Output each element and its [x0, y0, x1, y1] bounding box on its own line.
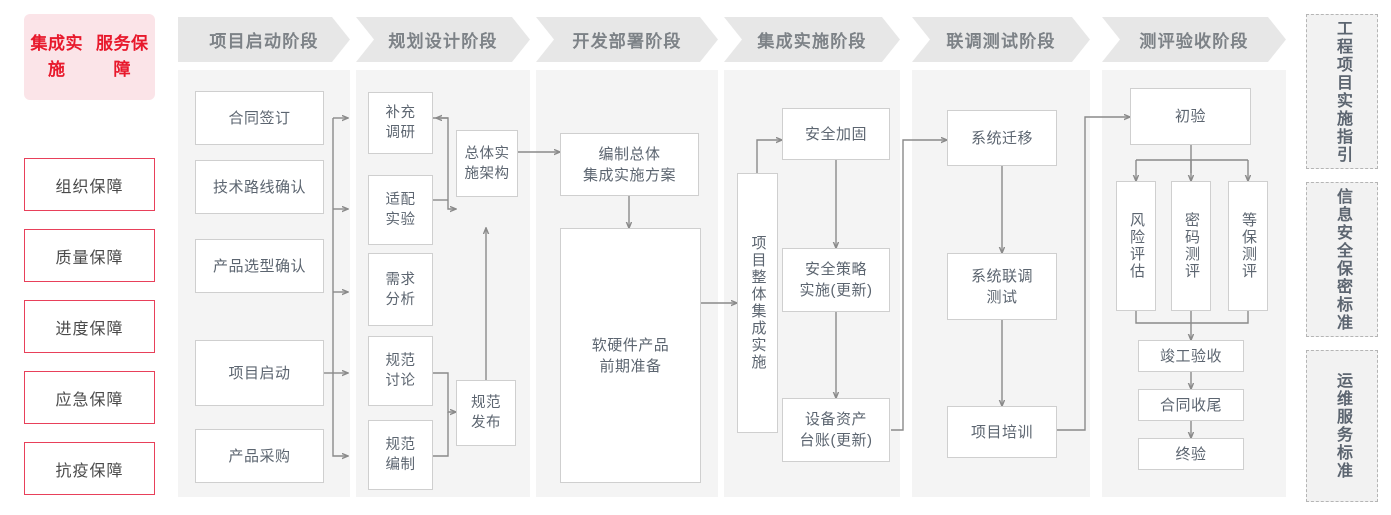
guarantee-item-label: 进度保障	[55, 320, 124, 338]
node-adaptation-experiment[interactable]: 适配实验	[368, 175, 433, 245]
guarantee-item-organization[interactable]: 组织保障	[24, 158, 155, 211]
node-specification-discussion[interactable]: 规范讨论	[368, 336, 433, 406]
node-label: 总体实施架构	[464, 145, 510, 182]
standard-box-information-security-confidentiality[interactable]: 信息安全保密标准	[1306, 182, 1378, 337]
node-contract-closure[interactable]: 合同收尾	[1138, 389, 1244, 421]
node-security-hardening[interactable]: 安全加固	[782, 108, 890, 160]
guarantee-title-line-1: 集成实施	[30, 34, 83, 79]
node-hardware-software-preparation[interactable]: 软硬件产品前期准备	[560, 228, 701, 483]
node-preliminary-acceptance[interactable]: 初验	[1130, 88, 1251, 145]
phase-header-evaluation-acceptance[interactable]: 测评验收阶段	[1102, 17, 1286, 62]
node-supplementary-research[interactable]: 补充调研	[368, 92, 433, 154]
node-overall-implementation-architecture[interactable]: 总体实施架构	[456, 130, 518, 197]
node-label: 适配实验	[385, 192, 416, 228]
node-system-migration[interactable]: 系统迁移	[947, 110, 1057, 166]
node-label: 规范讨论	[385, 353, 416, 389]
guarantee-item-epidemic[interactable]: 抗疫保障	[24, 442, 155, 495]
node-completion-acceptance[interactable]: 竣工验收	[1138, 340, 1244, 372]
node-label: 编制总体集成实施方案	[582, 145, 676, 184]
node-draft-overall-integration-plan[interactable]: 编制总体集成实施方案	[560, 133, 699, 196]
node-label: 补充调研	[385, 105, 416, 141]
standard-box-operations-maintenance-service[interactable]: 运维服务标准	[1306, 350, 1378, 502]
guarantee-item-quality[interactable]: 质量保障	[24, 229, 155, 282]
standard-label: 工程项目实施指引	[1334, 19, 1351, 164]
node-cryptography-evaluation[interactable]: 密码测评	[1171, 181, 1211, 311]
node-final-acceptance[interactable]: 终验	[1138, 438, 1244, 470]
guarantee-item-label: 质量保障	[55, 249, 124, 267]
guarantee-item-label: 组织保障	[55, 178, 124, 196]
node-risk-assessment[interactable]: 风险评估	[1116, 181, 1156, 311]
node-project-training[interactable]: 项目培训	[947, 406, 1057, 458]
node-label: 软硬件产品前期准备	[591, 336, 670, 375]
node-label: 系统联调测试	[970, 267, 1033, 306]
guarantee-title-box: 集成实施 服务保障	[24, 14, 155, 100]
node-product-procurement[interactable]: 产品采购	[195, 429, 324, 483]
node-system-joint-debug-test[interactable]: 系统联调测试	[947, 253, 1057, 320]
phase-header-joint-testing[interactable]: 联调测试阶段	[912, 17, 1090, 62]
guarantee-item-label: 应急保障	[55, 391, 124, 409]
guarantee-item-schedule[interactable]: 进度保障	[24, 300, 155, 353]
phase-header-project-initiation[interactable]: 项目启动阶段	[178, 17, 350, 62]
node-label: 安全策略实施(更新)	[799, 261, 873, 299]
node-classified-protection-evaluation[interactable]: 等保测评	[1228, 181, 1268, 311]
standard-box-engineering-project-guide[interactable]: 工程项目实施指引	[1306, 14, 1378, 169]
node-label: 规范编制	[385, 437, 416, 473]
node-label: 需求分析	[385, 271, 416, 308]
node-requirement-analysis[interactable]: 需求分析	[368, 253, 433, 326]
node-contract-signing[interactable]: 合同签订	[195, 91, 324, 145]
node-label: 设备资产台账(更新)	[799, 411, 873, 449]
node-label: 规范发布	[471, 395, 501, 431]
guarantee-item-emergency[interactable]: 应急保障	[24, 371, 155, 424]
node-specification-drafting[interactable]: 规范编制	[368, 420, 433, 490]
node-technical-route-confirm[interactable]: 技术路线确认	[195, 160, 324, 214]
node-equipment-asset-ledger[interactable]: 设备资产台账(更新)	[782, 398, 890, 462]
phase-header-planning-design[interactable]: 规划设计阶段	[356, 17, 530, 62]
guarantee-item-label: 抗疫保障	[55, 462, 124, 480]
node-product-selection-confirm[interactable]: 产品选型确认	[195, 239, 324, 293]
node-specification-release[interactable]: 规范发布	[456, 380, 516, 446]
phase-header-integration-implementation[interactable]: 集成实施阶段	[724, 17, 900, 62]
standard-label: 运维服务标准	[1334, 372, 1351, 480]
node-overall-project-integration[interactable]: 项目整体集成实施	[737, 173, 778, 433]
phase-header-develop-deploy[interactable]: 开发部署阶段	[536, 17, 718, 62]
guarantee-title-line-2: 服务保障	[96, 34, 149, 79]
node-security-policy-implementation[interactable]: 安全策略实施(更新)	[782, 248, 890, 312]
standard-label: 信息安全保密标准	[1334, 187, 1351, 332]
node-project-kickoff[interactable]: 项目启动	[195, 340, 324, 406]
